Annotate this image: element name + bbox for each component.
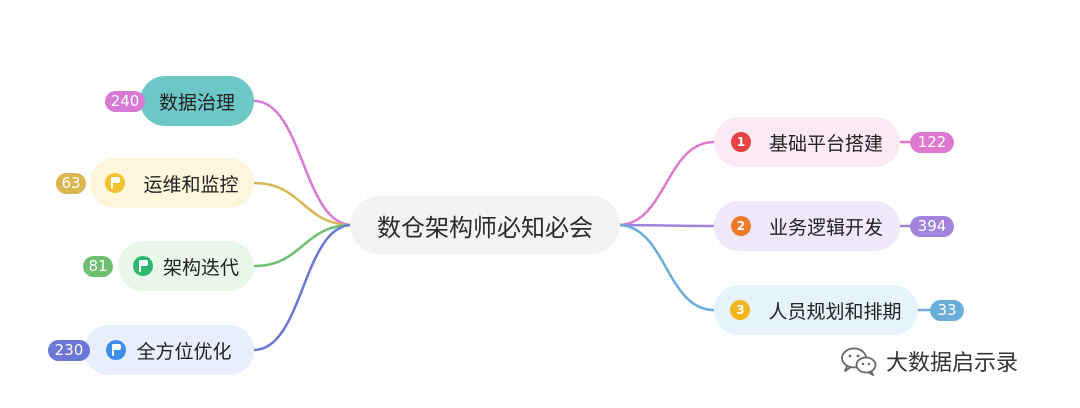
watermark: 大数据启示录 xyxy=(840,344,1018,378)
link-left-3 xyxy=(253,223,353,352)
central-topic-label: 数仓架构师必知必会 xyxy=(377,213,593,242)
topic-right-1[interactable]: 2 业务逻辑开发 xyxy=(714,201,900,251)
topic-left-1[interactable]: 运维和监控 xyxy=(90,158,254,208)
topic-left-2-label: 架构迭代 xyxy=(162,256,239,279)
wechat-icon xyxy=(841,347,877,376)
flag-icon xyxy=(106,340,127,360)
link-right-0 xyxy=(617,140,715,227)
topic-left-3-count-badge[interactable]: 230 xyxy=(48,339,90,361)
topic-right-1-label: 业务逻辑开发 xyxy=(768,216,883,239)
link-right-1 xyxy=(617,223,715,228)
topic-right-1-count-badge[interactable]: 394 xyxy=(910,215,954,237)
watermark-text: 大数据启示录 xyxy=(886,351,1019,376)
topic-left-0-label: 数据治理 xyxy=(158,91,235,114)
topic-left-1-count-badge[interactable]: 63 xyxy=(56,172,86,194)
link-left-2 xyxy=(253,223,353,268)
topic-right-2[interactable]: 3 人员规划和排期 xyxy=(714,285,918,335)
topic-right-0[interactable]: 1 基础平台搭建 xyxy=(714,117,900,167)
priority-3-icon: 3 xyxy=(730,300,751,320)
flag-icon xyxy=(132,256,153,276)
topic-left-2-count-badge[interactable]: 81 xyxy=(83,255,113,277)
link-right-2 xyxy=(617,223,715,312)
link-left-1 xyxy=(253,181,353,227)
topic-left-2[interactable]: 架构迭代 xyxy=(118,241,254,291)
priority-2-icon: 2 xyxy=(730,216,751,236)
topic-left-0-count-badge[interactable]: 240 xyxy=(105,90,145,112)
topic-left-1-label: 运维和监控 xyxy=(143,173,239,196)
topic-left-3[interactable]: 全方位优化 xyxy=(84,325,254,375)
topic-left-3-label: 全方位优化 xyxy=(136,340,232,363)
topic-right-0-label: 基础平台搭建 xyxy=(768,132,883,155)
topic-right-0-count-badge[interactable]: 122 xyxy=(910,131,954,153)
flag-icon xyxy=(105,173,126,193)
topic-right-2-count-badge[interactable]: 33 xyxy=(930,299,964,321)
topic-right-2-label: 人员规划和排期 xyxy=(768,300,902,323)
topic-left-0[interactable]: 数据治理 xyxy=(140,76,254,126)
priority-1-icon: 1 xyxy=(730,132,751,152)
central-topic[interactable]: 数仓架构师必知必会 xyxy=(350,196,620,254)
link-left-0 xyxy=(253,99,353,227)
